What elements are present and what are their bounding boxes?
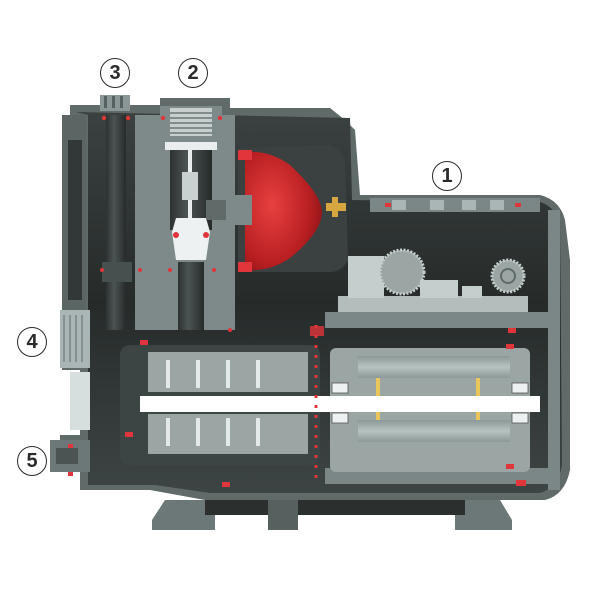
callout-5-number: 5 [26, 450, 38, 472]
drain-plug [50, 440, 90, 476]
impeller-stages [120, 340, 320, 487]
top-cover-ridge [370, 198, 540, 212]
control-electronics [338, 248, 528, 312]
housing-end-wall [548, 210, 560, 490]
discharge-port [160, 106, 223, 330]
air-valve [326, 197, 346, 217]
callout-3-number: 3 [109, 62, 121, 84]
toroidal-coil [378, 248, 426, 296]
callout-4: 4 [17, 327, 47, 357]
callout-1: 1 [432, 161, 462, 191]
callout-2-number: 2 [187, 62, 199, 84]
drive-shaft [140, 396, 540, 412]
callout-5: 5 [17, 446, 47, 476]
o-ring-seals [100, 268, 516, 333]
callout-3: 3 [100, 58, 130, 88]
toroidal-coil-small [490, 258, 526, 294]
callout-4-number: 4 [26, 331, 38, 353]
inlet-filter [70, 372, 90, 430]
inlet-port [60, 310, 90, 430]
suction-tube [100, 95, 132, 330]
callout-1-number: 1 [441, 165, 453, 187]
red-diaphragm [245, 151, 322, 271]
pressure-vessel [206, 145, 348, 272]
bearings [331, 382, 529, 424]
callout-2: 2 [178, 58, 208, 88]
